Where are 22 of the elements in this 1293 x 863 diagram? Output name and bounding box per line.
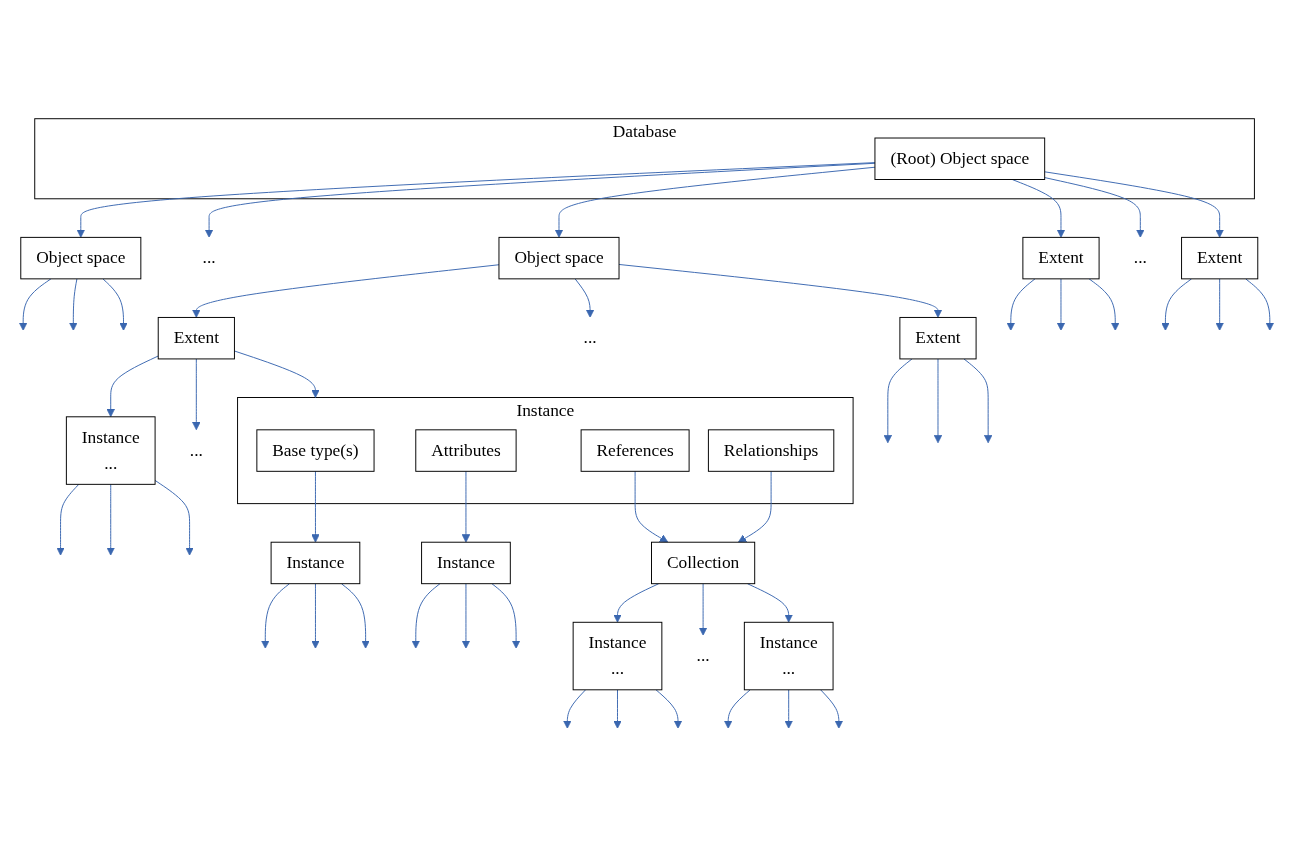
node-box: Instance ... (572, 622, 663, 691)
node-box: Relationships (707, 429, 835, 472)
node-text: ... (583, 328, 597, 348)
node-box: Attributes (415, 429, 517, 472)
node-box: Instance ... (743, 622, 834, 691)
node-box: Instance ... (65, 416, 156, 486)
node-box: Base type(s) (256, 429, 375, 472)
node-box: Object space (498, 237, 620, 280)
node-text: ... (202, 248, 216, 268)
node-box: References (580, 429, 690, 472)
node-box: Object space (20, 237, 142, 280)
node-box: Collection (651, 541, 756, 585)
node-box: Extent (899, 317, 977, 360)
node-box: (Root) Object space (874, 137, 1046, 181)
node-text: ... (189, 440, 203, 460)
node-box: Instance (421, 541, 511, 585)
node-box: Extent (157, 317, 235, 360)
node-text: ... (696, 646, 710, 666)
node-box: Extent (1022, 237, 1100, 280)
node-box: Extent (1181, 237, 1259, 280)
node-text: ... (1133, 248, 1147, 268)
node-box: Instance (270, 541, 361, 585)
